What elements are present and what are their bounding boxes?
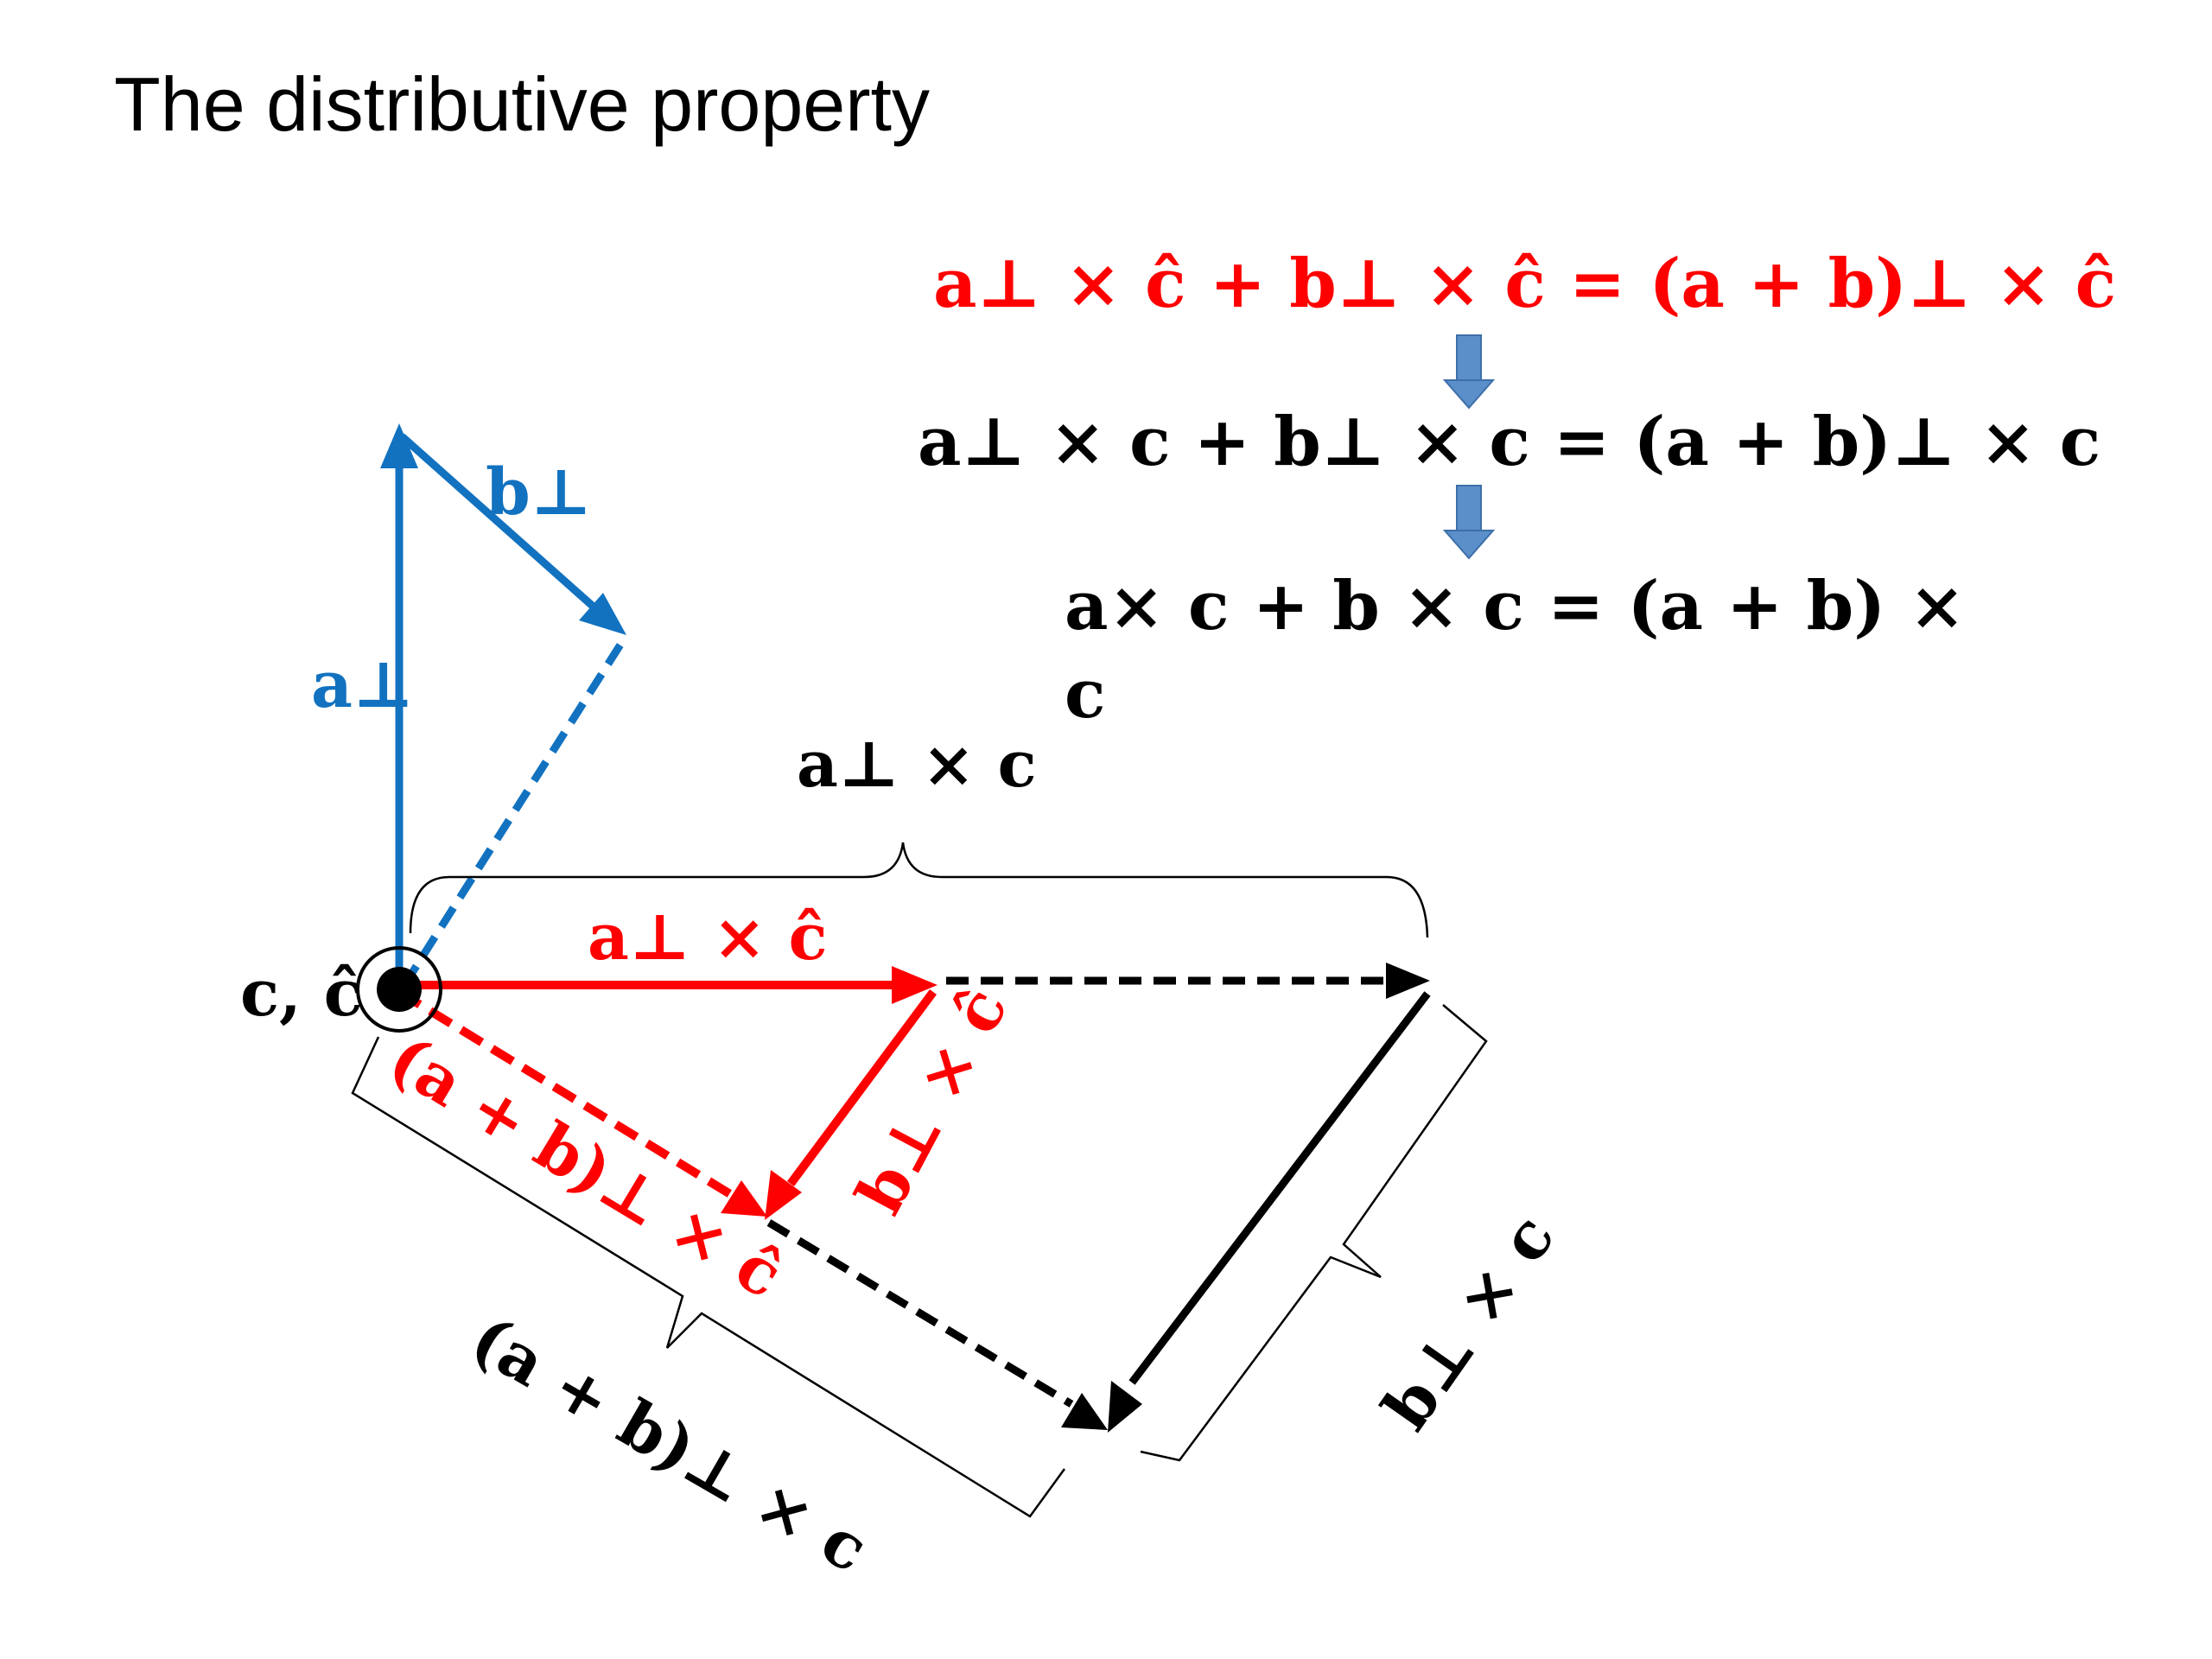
b-perp-label: b⊥ <box>486 455 592 530</box>
equation-c: a⊥ × c + b⊥ × c = (a + b)⊥ × c <box>918 403 2101 481</box>
red-vectors <box>397 966 938 1220</box>
brace-a-perp-x-c <box>409 842 1429 938</box>
a-perp-label: a⊥ <box>311 648 414 722</box>
a-plus-b-perp-x-chat-label: (a + b)⊥ × ĉ <box>377 1021 795 1313</box>
equation-hat: a⊥ × ĉ + b⊥ × ĉ = (a + b)⊥ × ĉ <box>933 245 2116 323</box>
circled-dot-icon <box>356 946 442 1033</box>
equation-distributive-line2: c <box>1065 655 1106 734</box>
a-perp-x-chat-arrowhead <box>892 966 938 1004</box>
page-title: The distributive property <box>114 61 930 147</box>
a-plus-b-perp-x-chat-dashed <box>397 988 737 1201</box>
a-plus-b-perp-x-c-dashed <box>766 1219 1074 1408</box>
a-plus-b-perp-x-c-arrowhead <box>1061 1393 1108 1430</box>
b-perp-x-chat-arrowhead <box>765 1170 802 1220</box>
c-chat-label: c, ĉ <box>240 957 363 1031</box>
b-perp-x-chat-label: b⊥ × ĉ <box>842 976 1022 1226</box>
a-perp-x-chat-label: a⊥ × ĉ <box>588 900 828 975</box>
black-vectors <box>766 963 1431 1433</box>
equation-distributive-line1: a× c + b × c = (a + b) × <box>1065 567 1966 645</box>
a-perp-x-c-arrowhead <box>1386 963 1430 999</box>
brace-b-perp-x-c <box>1140 1004 1488 1462</box>
a-perp-arrowhead <box>380 423 418 468</box>
b-perp-x-c-vector <box>1128 991 1431 1385</box>
b-perp-x-chat-vector <box>786 989 938 1186</box>
down-arrow-icon <box>1442 485 1496 560</box>
b-perp-x-c-label: b⊥ × c <box>1369 1202 1569 1444</box>
down-arrow-icon <box>1442 334 1496 410</box>
a-plus-b-perp-x-chat-arrowhead <box>721 1180 767 1217</box>
b-perp-vector <box>399 433 599 613</box>
a-perp-x-c-label: a⊥ × c <box>797 728 1037 802</box>
blue-vectors <box>380 423 630 988</box>
brace-a-plus-b-perp-x-c <box>351 1036 1066 1518</box>
b-perp-arrowhead <box>579 593 626 635</box>
b-perp-x-c-arrowhead <box>1108 1381 1142 1433</box>
